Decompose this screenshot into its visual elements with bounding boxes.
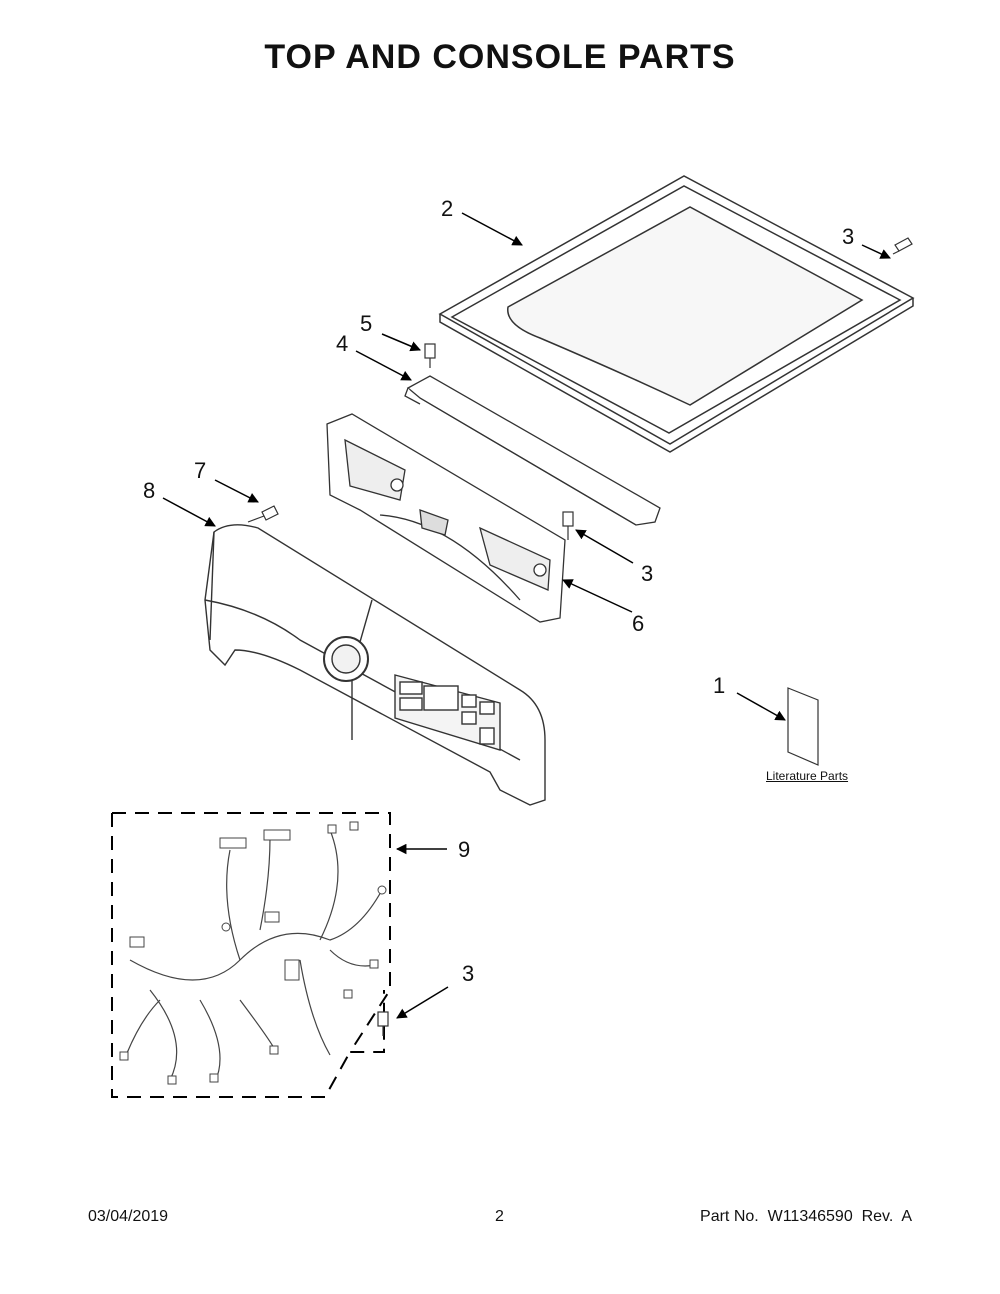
callout-3-top: 3 — [842, 224, 855, 249]
screw-part-bottom — [377, 1011, 389, 1036]
footer-date: 03/04/2019 — [88, 1208, 169, 1225]
callout-6: 6 — [632, 611, 645, 636]
leader-arrows — [162, 212, 891, 1019]
page-title: TOP AND CONSOLE PARTS — [264, 38, 736, 76]
callout-1: 1 — [713, 673, 726, 698]
screw-part-middle — [562, 511, 574, 540]
console-panel-part — [204, 524, 546, 806]
callout-4: 4 — [336, 331, 349, 356]
literature-part — [787, 687, 819, 766]
screw-part-7 — [247, 505, 279, 523]
wire-harness-part — [111, 812, 391, 1098]
callout-3-bottom: 3 — [462, 961, 475, 986]
callout-9: 9 — [458, 837, 471, 862]
callout-3-middle: 3 — [641, 561, 654, 586]
top-panel-part — [438, 175, 915, 453]
footer-page-number: 2 — [495, 1208, 504, 1225]
screw-part-5 — [424, 343, 436, 368]
console-frame-part — [326, 413, 566, 623]
bracket-part — [404, 375, 661, 526]
literature-parts-label: Literature Parts — [766, 769, 849, 783]
callout-2: 2 — [441, 196, 454, 221]
callout-7: 7 — [194, 458, 207, 483]
callout-5: 5 — [360, 311, 373, 336]
callout-8: 8 — [143, 478, 156, 503]
footer-part-number: Part No. W11346590 Rev. A — [700, 1208, 912, 1225]
screw-part — [892, 237, 913, 255]
